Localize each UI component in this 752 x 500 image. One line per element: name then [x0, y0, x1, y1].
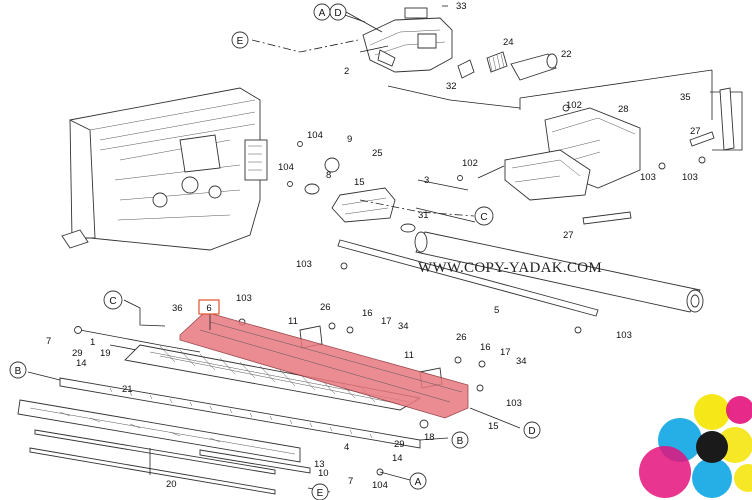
- bottom-plate-20: [17, 399, 301, 495]
- spring-roller-assembly: [457, 51, 558, 81]
- callout-c-mid: C: [474, 206, 494, 226]
- gear-shaft-assembly: [304, 157, 416, 233]
- label-9: 9: [347, 134, 352, 145]
- label-14b: 14: [392, 453, 403, 464]
- comb-plate: [59, 377, 421, 449]
- svg-text:C: C: [480, 212, 487, 223]
- svg-text:A: A: [415, 477, 422, 488]
- label-29b: 29: [394, 439, 405, 450]
- part-6-label: 6: [206, 303, 211, 314]
- svg-text:D: D: [334, 8, 341, 19]
- top-bracket-assembly: [359, 7, 453, 73]
- label-34a: 34: [398, 321, 409, 332]
- label-103a: 103: [640, 172, 656, 183]
- label-2: 2: [344, 66, 349, 77]
- part-6-label-box[interactable]: [198, 299, 220, 315]
- label-17b: 17: [500, 347, 511, 358]
- label-4: 4: [344, 442, 349, 453]
- label-18: 18: [424, 432, 435, 443]
- label-102b: 102: [462, 158, 478, 169]
- callout-b-right: B: [451, 431, 469, 449]
- right-frame-assembly: [504, 69, 743, 225]
- label-29a: 29: [72, 348, 83, 359]
- label-33: 33: [456, 1, 467, 12]
- label-34b: 34: [516, 356, 527, 367]
- label-3: 3: [424, 175, 429, 186]
- fuser-roller: [337, 231, 704, 317]
- svg-text:E: E: [317, 488, 324, 499]
- svg-text:E: E: [237, 36, 244, 47]
- svg-text:C: C: [109, 296, 116, 307]
- label-104a: 104: [307, 130, 323, 141]
- label-28: 28: [618, 104, 629, 115]
- label-24: 24: [503, 37, 514, 48]
- label-31: 31: [418, 210, 429, 221]
- label-16b: 16: [480, 342, 491, 353]
- label-103d: 103: [236, 293, 252, 304]
- label-19: 19: [100, 348, 111, 359]
- label-11b: 11: [404, 350, 414, 361]
- callout-d-right: D: [523, 421, 541, 439]
- corner-logo: [639, 394, 752, 498]
- label-35: 35: [680, 92, 691, 103]
- label-26a: 26: [320, 302, 331, 313]
- label-104b: 104: [278, 162, 294, 173]
- label-20: 20: [166, 479, 177, 490]
- svg-text:D: D: [528, 426, 535, 437]
- svg-text:A: A: [319, 8, 326, 19]
- label-13: 13: [314, 459, 325, 470]
- label-22: 22: [561, 49, 572, 60]
- label-26b: 26: [456, 332, 467, 343]
- callout-e-top: E: [231, 31, 249, 49]
- callout-a-top: A: [313, 3, 331, 21]
- label-21: 21: [122, 384, 133, 395]
- label-27b: 27: [563, 230, 574, 241]
- callout-a-bottom: A: [409, 472, 427, 490]
- label-7b: 7: [348, 476, 353, 487]
- label-102a: 102: [566, 100, 582, 111]
- label-104c: 104: [372, 480, 388, 491]
- label-27a: 27: [690, 126, 701, 137]
- label-103b: 103: [682, 172, 698, 183]
- callout-b-left: B: [9, 361, 27, 379]
- callout-e-bottom: E: [311, 483, 329, 500]
- watermark-text: WWW.COPY-YADAK.COM: [418, 260, 602, 276]
- label-103e: 103: [616, 330, 632, 341]
- part-number-labels: 33 24 22 2 32 35 102 28 27 104 9 25 104 …: [46, 1, 701, 491]
- svg-text:B: B: [457, 436, 464, 447]
- callout-c-lower: C: [103, 290, 123, 310]
- label-1: 1: [90, 337, 95, 348]
- label-32: 32: [446, 81, 457, 92]
- label-7a: 7: [46, 336, 51, 347]
- label-103f: 103: [506, 398, 522, 409]
- label-5: 5: [494, 305, 499, 316]
- label-15a: 15: [354, 177, 365, 188]
- label-15b: 15: [488, 421, 499, 432]
- label-16a: 16: [362, 308, 373, 319]
- label-103c: 103: [296, 259, 312, 270]
- label-17a: 17: [381, 316, 392, 327]
- label-25: 25: [372, 148, 383, 159]
- guide-13: [199, 449, 311, 474]
- label-36: 36: [172, 303, 183, 314]
- label-14a: 14: [76, 358, 87, 369]
- label-10: 10: [318, 468, 329, 479]
- label-11a: 11: [288, 316, 298, 327]
- main-frame-assembly: [61, 87, 268, 251]
- label-8: 8: [326, 170, 331, 181]
- svg-text:B: B: [15, 366, 22, 377]
- callout-d-top: D: [329, 3, 347, 21]
